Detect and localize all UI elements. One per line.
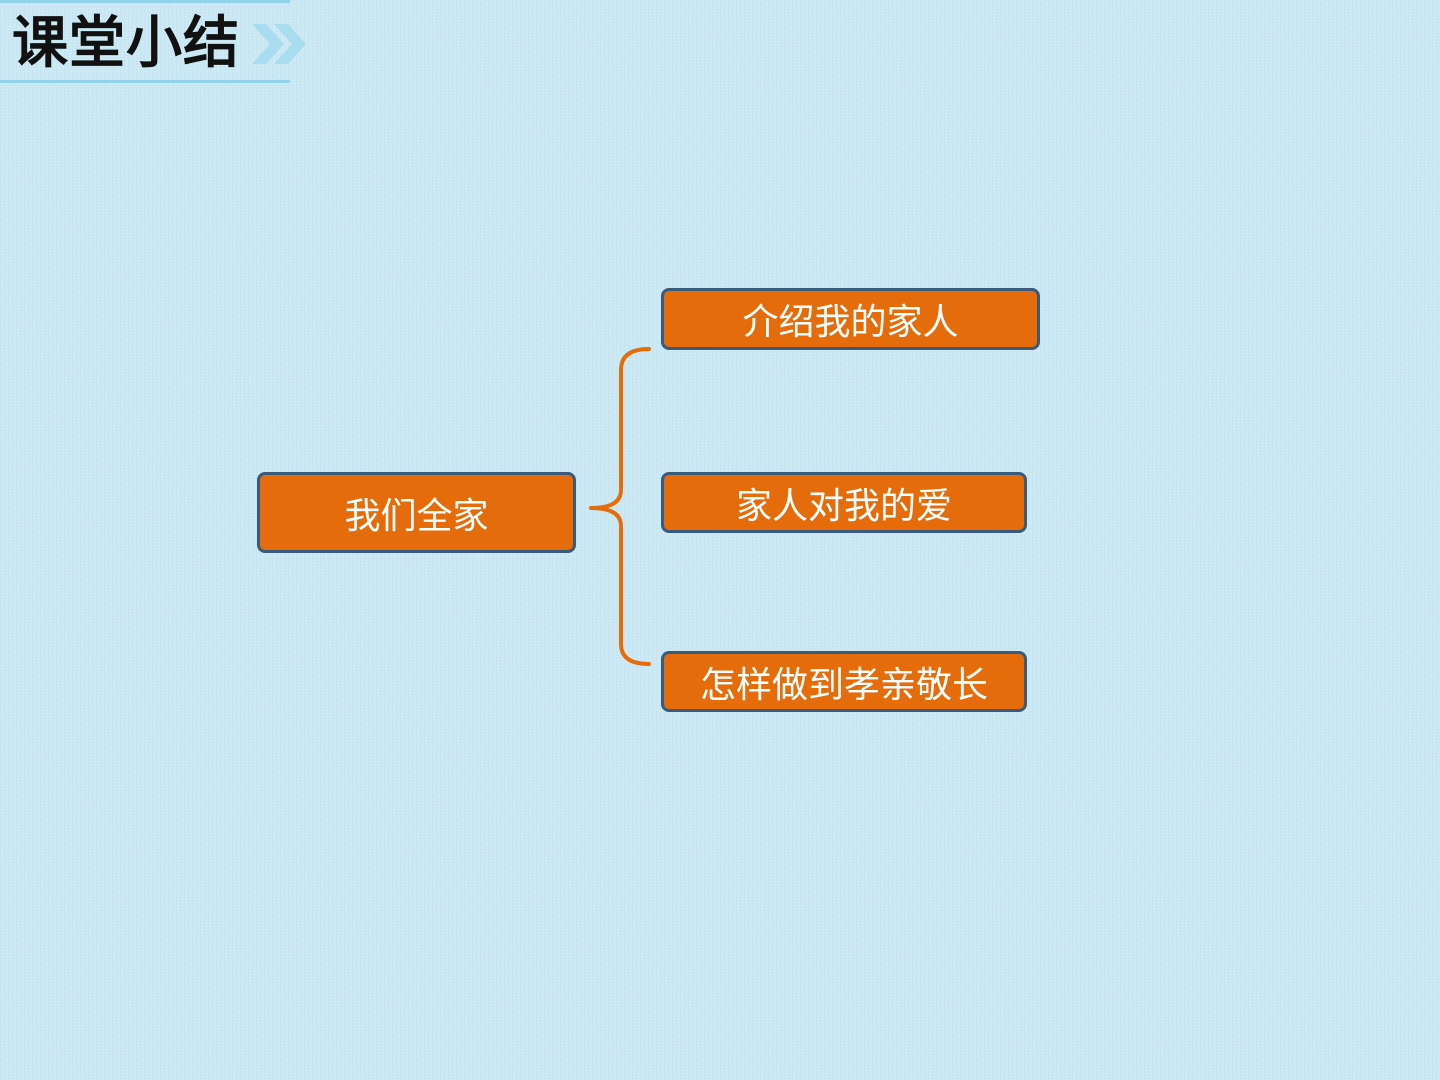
root-node-label: 我们全家 — [344, 495, 489, 537]
child-node-2: 家人对我的爱 — [661, 472, 1027, 533]
page-title: 课堂小结 — [12, 11, 240, 76]
child-node-3-label: 怎样做到孝亲敬长 — [699, 664, 988, 706]
child-node-1: 介绍我的家人 — [661, 288, 1040, 350]
header: 课堂小结 — [0, 0, 306, 84]
root-node: 我们全家 — [257, 472, 576, 553]
curly-brace-connector — [589, 347, 651, 666]
header-bottom-line — [0, 80, 290, 83]
header-top-line — [0, 0, 290, 3]
double-chevron-right-icon — [252, 24, 306, 64]
child-node-3: 怎样做到孝亲敬长 — [661, 651, 1027, 712]
child-node-1-label: 介绍我的家人 — [742, 302, 959, 343]
child-node-2-label: 家人对我的爱 — [735, 485, 952, 527]
